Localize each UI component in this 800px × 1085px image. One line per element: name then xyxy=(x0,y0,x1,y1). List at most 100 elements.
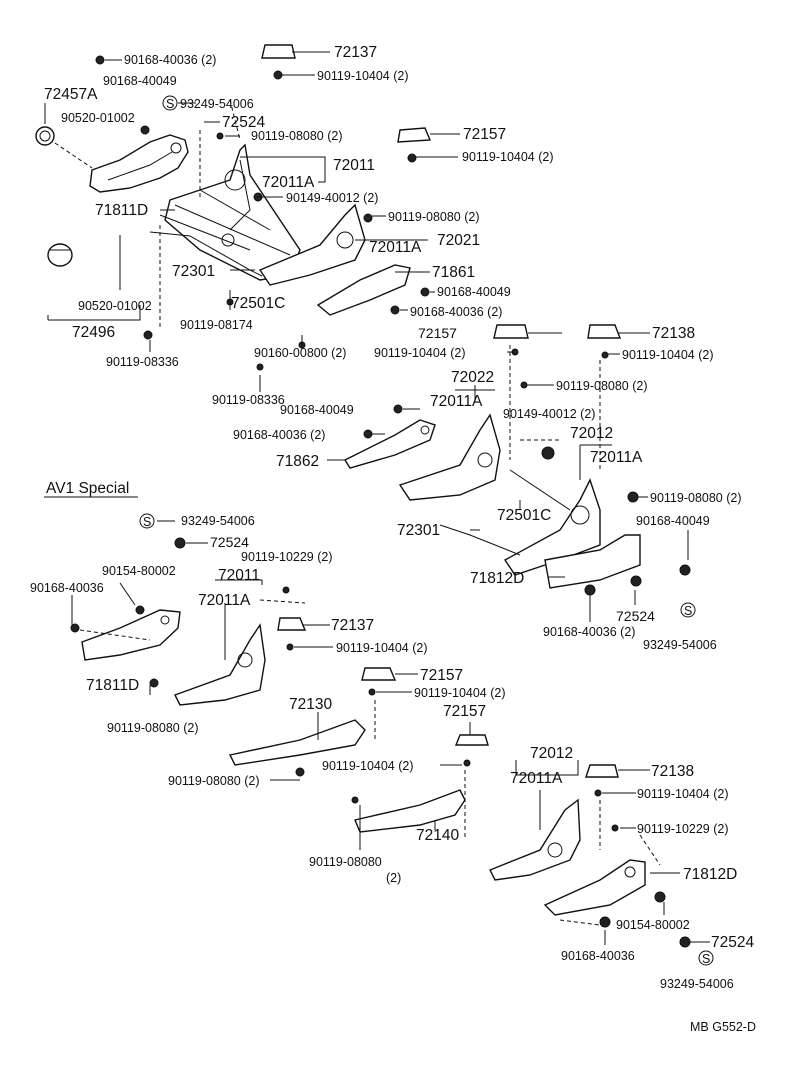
fastener-label: 90168-40036 (2) xyxy=(543,625,635,639)
seat-cover-71812d-mid xyxy=(544,534,641,589)
label-71862: 71862 xyxy=(276,453,319,470)
seat-adjuster-72012-lower xyxy=(489,798,581,881)
label-71812d-lower: 71812D xyxy=(683,866,737,883)
svg-text:S: S xyxy=(143,515,151,529)
label-72157-lower: 72157 xyxy=(420,667,463,684)
circled-s-symbols: S S S S xyxy=(139,95,714,966)
cap-72157-top xyxy=(397,127,432,143)
knob-72457a xyxy=(35,126,55,146)
fastener-label: 93249-54006 xyxy=(643,638,717,652)
cap-72137-lower xyxy=(277,617,307,631)
label-72011a: 72011A xyxy=(262,174,315,191)
fastener-label: 90520-01002 xyxy=(78,299,152,313)
cap-72138-lower xyxy=(585,764,619,778)
label-71812d: 71812D xyxy=(470,570,524,587)
fastener-label: 90119-10404 (2) xyxy=(322,759,414,773)
dashed-guides xyxy=(54,99,661,926)
fastener-label: 90168-40036 (2) xyxy=(124,53,216,67)
fastener-label: 90119-10404 (2) xyxy=(622,348,714,362)
label-72524-lower: 72524 xyxy=(711,934,754,951)
label-72157-mid: 72157 xyxy=(418,325,457,341)
label-72501c: 72501C xyxy=(231,295,285,312)
fastener-label: 93249-54006 xyxy=(660,977,734,991)
fastener-label: 90168-40049 xyxy=(280,403,354,417)
label-72012-lower: 72012 xyxy=(530,745,573,762)
part-labels: 72137 72137 72157 72157 72157 72157 7213… xyxy=(44,44,754,951)
seat-cover-71861 xyxy=(316,264,411,316)
fastener-label: 90119-08080 (2) xyxy=(168,774,260,788)
label-72140: 72140 xyxy=(416,827,459,844)
fastener-label: 90119-10404 (2) xyxy=(336,641,428,655)
fastener-label: 90168-40036 xyxy=(30,581,104,595)
fastener-label: 90160-00800 (2) xyxy=(254,346,346,360)
label-72011a-mid: 72011A xyxy=(430,393,483,410)
fastener-label: 90119-08080 (2) xyxy=(251,129,343,143)
cable-72301-top xyxy=(149,231,263,277)
fastener-label: 90119-08080 (2) xyxy=(388,210,480,224)
fastener-label: 90119-10229 (2) xyxy=(241,550,333,564)
svg-text:S: S xyxy=(166,97,174,111)
label-72021: 72021 xyxy=(437,232,480,249)
seat-adjuster-72012-mid xyxy=(503,478,601,576)
label-71861: 71861 xyxy=(432,264,475,281)
fastener-label: 90168-40036 xyxy=(561,949,635,963)
rod-72501c-mid xyxy=(509,469,571,511)
cap-72138-mid xyxy=(587,324,622,339)
label-72157: 72157 xyxy=(463,126,506,143)
label-72011a-lower-b: 72011A xyxy=(510,770,563,787)
fastener-label: 90119-08336 xyxy=(212,393,285,407)
label-71811d: 71811D xyxy=(95,202,148,219)
fastener-label: 90119-10404 (2) xyxy=(374,346,466,360)
fastener-labels: 90168-40036 (2) 90168-40049 93249-54006 … xyxy=(30,53,742,991)
label-72138-lower: 72138 xyxy=(651,763,694,780)
seat-adjuster-72011-top xyxy=(159,143,301,281)
label-72501c-mid: 72501C xyxy=(497,507,551,524)
fastener-label: 90119-10229 (2) xyxy=(637,822,729,836)
label-72011a-lower: 72011A xyxy=(198,592,251,609)
fastener-label: 90119-10404 (2) xyxy=(414,686,506,700)
label-72496: 72496 xyxy=(72,324,115,341)
fastener-label: 90119-08080 (2) xyxy=(650,491,742,505)
seat-cover-71812d-lower xyxy=(543,859,646,916)
label-72524-mid: 72524 xyxy=(616,608,655,624)
cap-72157-lower-b xyxy=(454,734,489,746)
fastener-label: 90520-01002 xyxy=(61,111,135,125)
label-72301-mid: 72301 xyxy=(397,522,440,539)
fastener-label: 90149-40012 (2) xyxy=(286,191,378,205)
label-72130: 72130 xyxy=(289,696,332,713)
seat-cover-71811d-lower xyxy=(81,609,181,661)
fastener-label: 90168-40036 (2) xyxy=(410,305,502,319)
label-72157-lower-b: 72157 xyxy=(443,703,486,720)
label-72137-lower: 72137 xyxy=(331,617,374,634)
fastener-label: 90154-80002 xyxy=(616,918,690,932)
fastener-label: 90119-10404 (2) xyxy=(462,150,554,164)
fastener-label: 93249-54006 xyxy=(181,514,255,528)
cap-72157-mid xyxy=(493,324,529,339)
leader-lines xyxy=(44,51,710,945)
section-heading: AV1 Special xyxy=(46,480,129,497)
svg-text:S: S xyxy=(702,952,710,966)
label-72022: 72022 xyxy=(451,369,494,386)
label-72524-av1: 72524 xyxy=(210,534,249,550)
label-72137: 72137 xyxy=(334,44,377,61)
label-72138: 72138 xyxy=(652,325,695,342)
seat-cover-71811d-top xyxy=(89,134,189,193)
fastener-label: 90119-08174 xyxy=(180,318,253,332)
cable-72301-mid xyxy=(439,524,521,556)
seat-adjuster-72011-lower xyxy=(174,623,266,706)
fastener-label: 90119-10404 (2) xyxy=(317,69,409,83)
label-72524: 72524 xyxy=(222,114,265,131)
seat-adjuster-72022 xyxy=(398,413,501,501)
cap-72137-top xyxy=(261,44,296,59)
fastener-label: 90168-40049 xyxy=(636,514,710,528)
bolt-symbols xyxy=(70,55,691,948)
seat-rail-72130 xyxy=(228,719,366,766)
label-71811d-lower: 71811D xyxy=(86,677,139,694)
fastener-label: 90119-08080 (2) xyxy=(556,379,648,393)
knob-72496 xyxy=(47,243,73,267)
fastener-label: 93249-54006 xyxy=(180,97,254,111)
label-72011-lower: 72011 xyxy=(218,567,260,584)
label-72011: 72011 xyxy=(333,157,375,174)
